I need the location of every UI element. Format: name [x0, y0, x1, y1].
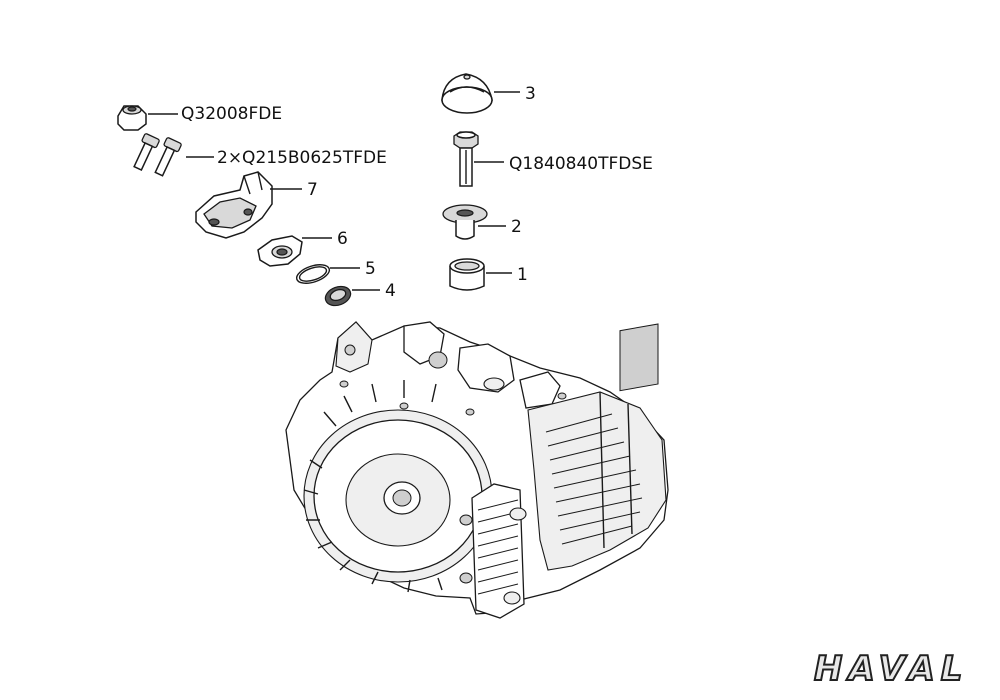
label-7: 7 [307, 180, 318, 200]
seal-4: 4 [324, 281, 396, 307]
haval-logo: HAVAL [813, 648, 968, 690]
flanged-bushing-2: 2 [442, 204, 522, 240]
bolt-q1840840tfdse: Q1840840TFDSE [453, 131, 653, 187]
label-5: 5 [365, 259, 376, 279]
sleeve-1: 1 [449, 258, 528, 291]
label-q1840840tfdse: Q1840840TFDSE [509, 154, 653, 174]
label-6: 6 [337, 229, 348, 249]
haval-logo-text: HAVAL [814, 649, 968, 689]
label-q32008fde: Q32008FDE [181, 104, 282, 124]
dome-cap-3: 3 [441, 73, 536, 114]
label-1: 1 [517, 265, 528, 285]
bolts-q215b0625tfde: 2×Q215B0625TFDE [133, 133, 387, 177]
flange-plate-6: 6 [257, 229, 348, 267]
nut-q32008fde: Q32008FDE [117, 104, 282, 131]
transmission-assembly [285, 321, 669, 619]
label-4: 4 [385, 281, 396, 301]
label-q215b0625tfde: 2×Q215B0625TFDE [217, 148, 387, 168]
label-3: 3 [525, 84, 536, 104]
o-ring-5: 5 [295, 259, 376, 284]
label-2: 2 [511, 217, 522, 237]
mount-bracket-7: 7 [195, 171, 318, 239]
